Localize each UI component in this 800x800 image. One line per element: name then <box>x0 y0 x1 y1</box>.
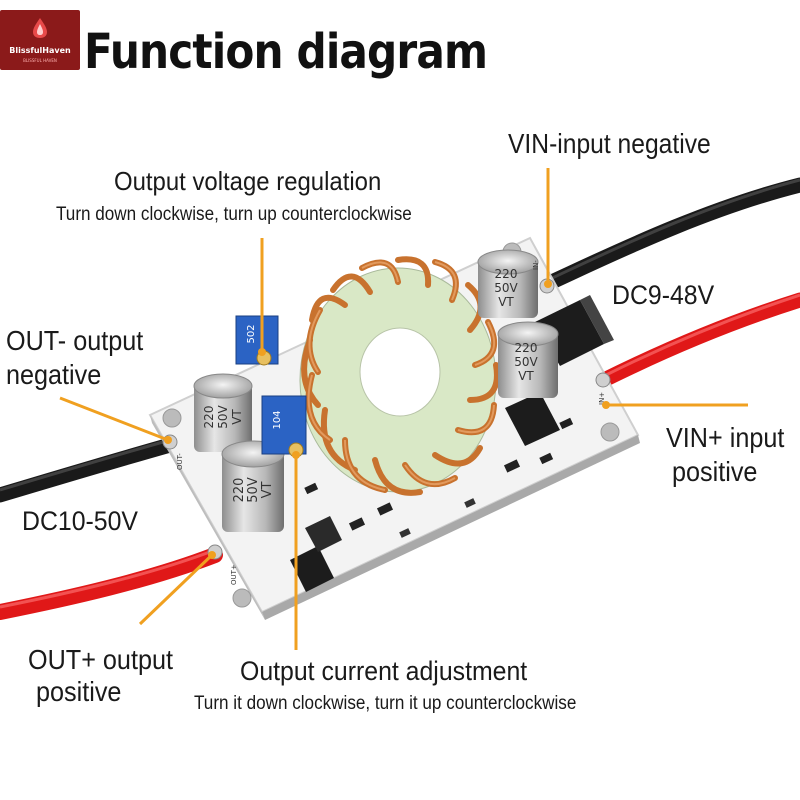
label-vin-negative: VIN-input negative <box>508 128 711 159</box>
label-input-range: DC9-48V <box>612 280 715 310</box>
page-title: Function diagram <box>84 24 488 80</box>
capacitor: 220 50V VT <box>193 373 253 452</box>
cap-label: 50V <box>216 404 230 428</box>
wire-out-positive <box>0 547 223 620</box>
label-vin-positive-line2: positive <box>672 456 758 487</box>
cap-label: 220 <box>495 267 518 281</box>
capacitor: 220 50V VT <box>221 440 285 532</box>
logo-mark-icon <box>33 18 47 38</box>
silk-in-minus: IN- <box>532 260 540 270</box>
cap-label: 50V <box>494 281 518 295</box>
terminal-in-plus <box>595 372 611 388</box>
cap-label: VT <box>260 482 275 499</box>
toroid-inductor <box>299 256 500 496</box>
label-output-voltage-title: Output voltage regulation <box>114 166 382 196</box>
cap-label: VT <box>230 409 244 425</box>
pcb-edge <box>150 415 265 620</box>
label-output-current-title: Output current adjustment <box>240 656 528 686</box>
capacitor: 220 50V VT <box>477 249 539 318</box>
current-potentiometer[interactable]: 104 <box>261 395 307 458</box>
capacitor: 220 50V VT <box>497 321 559 398</box>
label-out-positive-line1: OUT+ output <box>28 644 173 675</box>
regulator-chip <box>290 516 342 592</box>
label-out-negative-line1: OUT- output <box>6 325 144 356</box>
pot-label: 104 <box>272 410 283 429</box>
silk-out-plus: OUT+ <box>230 564 238 585</box>
callout-out-negative <box>59 396 169 442</box>
voltage-potentiometer[interactable]: 502 <box>235 315 279 366</box>
cap-label: 220 <box>232 478 247 503</box>
label-output-range: DC10-50V <box>22 506 138 536</box>
mount-hole <box>162 408 182 428</box>
smd-chips <box>304 417 574 538</box>
brand-tagline: BLISSFUL HAVEN <box>23 58 57 63</box>
cap-label: 220 <box>515 341 538 355</box>
ic-chip <box>505 392 560 446</box>
pot-label: 502 <box>246 324 257 343</box>
cap-label: 50V <box>514 355 538 369</box>
brand-logo: BlissfulHaven BLISSFUL HAVEN <box>0 10 80 70</box>
silk-out-minus: OUT- <box>176 453 184 470</box>
callout-dots <box>164 280 610 559</box>
label-vin-positive-line1: VIN+ input <box>666 422 785 453</box>
cap-label: VT <box>498 295 514 309</box>
wire-in-positive <box>592 292 800 390</box>
silk-in-plus: IN+ <box>598 392 606 405</box>
mount-hole <box>232 588 252 608</box>
pcb-edge-front <box>262 435 640 620</box>
callout-lines <box>59 168 748 650</box>
mount-hole <box>600 422 620 442</box>
label-output-current-note: Turn it down clockwise, turn it up count… <box>194 693 577 714</box>
cap-label: VT <box>518 369 534 383</box>
label-out-negative-line2: negative <box>6 359 102 390</box>
callout-out-positive <box>138 553 214 626</box>
wire-out-negative <box>0 437 178 503</box>
label-output-voltage-note: Turn down clockwise, turn up countercloc… <box>56 204 412 225</box>
cap-label: 220 <box>202 406 216 429</box>
wire-in-negative <box>537 177 800 293</box>
cap-label: 50V <box>246 477 261 503</box>
label-out-positive-line2: positive <box>36 676 122 707</box>
brand-name: BlissfulHaven <box>9 46 71 55</box>
